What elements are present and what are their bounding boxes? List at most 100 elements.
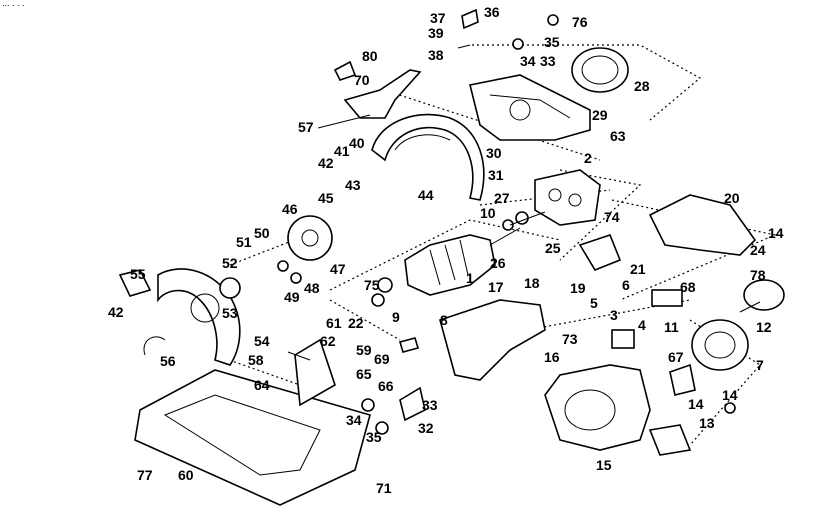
callout-label: 49 (284, 289, 300, 305)
callout-label: 10 (480, 205, 496, 221)
callout-label: 78 (750, 267, 766, 283)
callout-label: 58 (248, 352, 264, 368)
base-plate-part (134, 369, 371, 506)
callout-label: 71 (376, 480, 392, 496)
callout-label: 22 (348, 315, 364, 331)
handle-part (343, 69, 422, 119)
callout-label: 31 (488, 167, 504, 183)
disc-part (743, 279, 785, 311)
callout-label: 5 (590, 295, 598, 311)
callout-label: 66 (378, 378, 394, 394)
blade-guard-part (371, 113, 485, 201)
callout-label: 21 (630, 261, 646, 277)
callout-label: 47 (330, 261, 346, 277)
callout-label: 61 (326, 315, 342, 331)
callout-label: 15 (596, 457, 612, 473)
callout-label: 17 (488, 279, 504, 295)
callout-label: 8 (440, 312, 448, 328)
callout-label: 48 (304, 280, 320, 296)
callout-label: 19 (570, 280, 586, 296)
callout-label: 14 (722, 387, 738, 403)
callout-label: 41 (334, 143, 350, 159)
callout-label: 34 (346, 412, 362, 428)
bracket-part (294, 338, 336, 407)
callout-label: 68 (680, 279, 696, 295)
callout-label: 40 (349, 135, 365, 151)
callout-label: 35 (366, 429, 382, 445)
callout-label: 74 (604, 209, 620, 225)
callout-label: 42 (108, 304, 124, 320)
callout-label: 76 (572, 14, 588, 30)
callout-label: 43 (345, 177, 361, 193)
retaining-ring-part (143, 336, 166, 356)
callout-label: 4 (638, 317, 646, 333)
callout-label: 16 (544, 349, 560, 365)
callout-label: 18 (524, 275, 540, 291)
callout-label: 59 (356, 342, 372, 358)
callout-label: 57 (298, 119, 314, 135)
callout-label: 80 (362, 48, 378, 64)
end-cap-part (571, 47, 629, 93)
callout-label: 37 (430, 10, 446, 26)
callout-label: 7 (756, 357, 764, 373)
handle-housing-part (439, 299, 546, 381)
callout-label: 54 (254, 333, 270, 349)
washer-part (287, 215, 333, 261)
callout-label: 9 (392, 309, 400, 325)
callout-label: 62 (320, 333, 336, 349)
motor-housing-part (544, 364, 651, 451)
callout-label: 35 (544, 34, 560, 50)
callout-label: 73 (562, 331, 578, 347)
callout-label: 55 (130, 266, 146, 282)
callout-label: 69 (374, 351, 390, 367)
callout-label: 70 (354, 72, 370, 88)
callout-label: 56 (160, 353, 176, 369)
callout-label: 14 (688, 396, 704, 412)
callout-label: 77 (137, 467, 153, 483)
callout-label: 36 (484, 4, 500, 20)
rear-housing-part (469, 74, 591, 141)
callout-label: 32 (418, 420, 434, 436)
callout-label: 46 (282, 201, 298, 217)
callout-label: 45 (318, 190, 334, 206)
callout-label: 39 (428, 25, 444, 41)
rear-cover-part (691, 319, 749, 371)
callout-label: 65 (356, 366, 372, 382)
lower-guard-part (157, 268, 241, 366)
header-fragment: ... . . . (2, 0, 25, 8)
callout-label: 20 (724, 190, 740, 206)
callout-label: 26 (490, 255, 506, 271)
callout-label: 60 (178, 467, 194, 483)
callout-label: 14 (768, 225, 784, 241)
small-hardware (118, 8, 761, 456)
callout-label: 75 (364, 277, 380, 293)
callout-label: 64 (254, 377, 270, 393)
callout-label: 38 (428, 47, 444, 63)
callout-label: 33 (540, 53, 556, 69)
ring-part (219, 277, 241, 299)
side-cover-part (648, 194, 757, 256)
gear-housing-part (534, 169, 601, 226)
callout-label: 24 (750, 242, 766, 258)
callout-label: 1 (466, 270, 474, 286)
callout-label: 44 (418, 187, 434, 203)
callout-label: 13 (699, 415, 715, 431)
callout-label: 50 (254, 225, 270, 241)
callout-label: 6 (622, 277, 630, 293)
callout-label: 3 (610, 307, 618, 323)
callout-label: 34 (520, 53, 536, 69)
callout-label: 67 (668, 349, 684, 365)
callout-label: 27 (494, 190, 510, 206)
callout-label: 63 (610, 128, 626, 144)
armature-part (404, 227, 521, 296)
callout-label: 51 (236, 234, 252, 250)
callout-label: 29 (592, 107, 608, 123)
callout-label: 2 (584, 150, 592, 166)
callout-labels: 1 2 3 4 5 6 7 8 9 10 11 12 13 14 14 14 1… (108, 4, 784, 496)
callout-label: 30 (486, 145, 502, 161)
callout-label: 28 (634, 78, 650, 94)
callout-label: 52 (222, 255, 238, 271)
callout-label: 25 (545, 240, 561, 256)
callout-label: 42 (318, 155, 334, 171)
